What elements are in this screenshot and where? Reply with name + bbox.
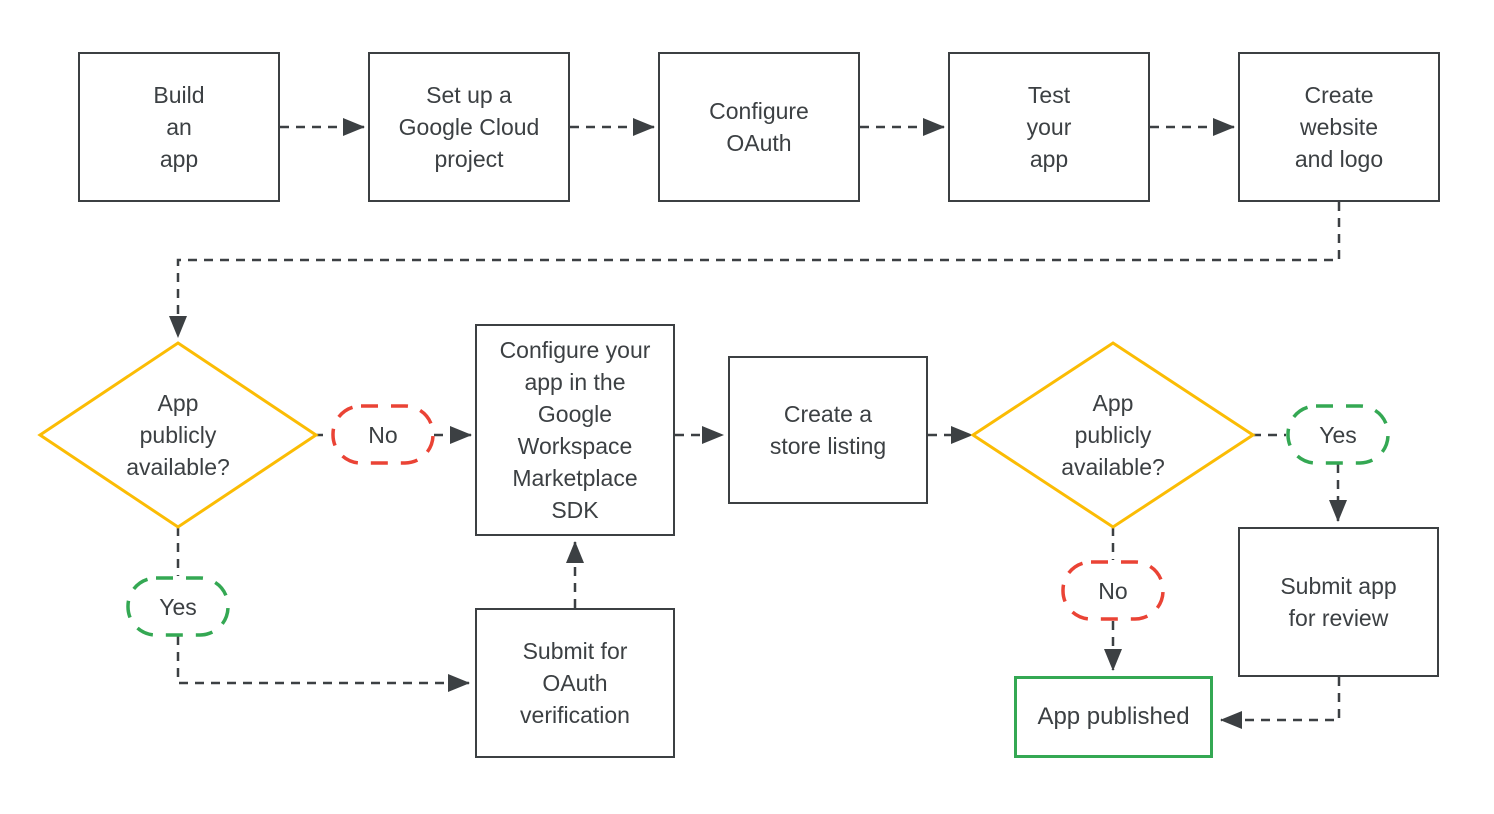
decision-left-label: App publicly available? xyxy=(126,390,230,480)
decision-right-label: App publicly available? xyxy=(1061,390,1165,480)
node-test-your-app: Test your app xyxy=(948,52,1150,202)
decision-diamond-right xyxy=(970,341,1256,529)
edge-yes-to-submit-oauth xyxy=(176,636,470,692)
node-build-app: Build an app xyxy=(78,52,280,202)
edge-submit-review-to-published xyxy=(1220,677,1341,729)
node-configure-oauth: Configure OAuth xyxy=(658,52,860,202)
decision-diamond-left xyxy=(37,341,319,529)
node-create-website-and-logo: Create website and logo xyxy=(1238,52,1440,202)
node-submit-app-for-review: Submit app for review xyxy=(1238,527,1439,677)
no-oval-left xyxy=(331,404,435,465)
node-create-store-listing: Create a store listing xyxy=(728,356,928,504)
no-label-right: No xyxy=(1098,577,1128,604)
no-oval-right xyxy=(1061,560,1165,621)
yes-oval-right xyxy=(1286,404,1390,465)
no-label-left: No xyxy=(368,421,398,448)
edge-website-to-decision-left xyxy=(169,202,1341,338)
yes-label-left: Yes xyxy=(159,593,197,620)
yes-label-right: Yes xyxy=(1319,421,1357,448)
node-configure-marketplace-sdk: Configure your app in the Google Workspa… xyxy=(475,324,675,536)
node-submit-oauth-verification: Submit for OAuth verification xyxy=(475,608,675,758)
node-setup-google-cloud-project: Set up a Google Cloud project xyxy=(368,52,570,202)
yes-oval-left xyxy=(126,576,230,637)
node-app-published: App published xyxy=(1014,676,1213,758)
